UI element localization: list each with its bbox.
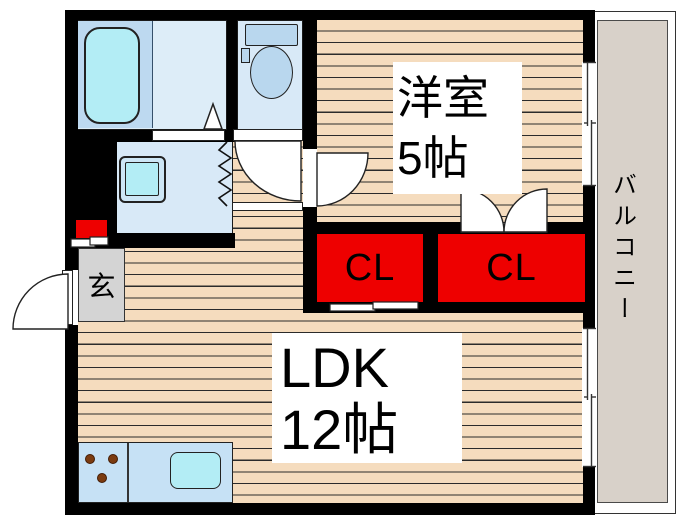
west-room-door-sill: [303, 149, 317, 207]
toilet-door-swing: [234, 140, 302, 202]
kitchen-divider: [127, 443, 129, 502]
closet-left: CL: [317, 234, 423, 302]
bathtub-icon: [84, 27, 140, 124]
folding-door-icon: [217, 141, 233, 207]
wall-toilet-left: [227, 10, 237, 142]
wall-washroom-bottom: [113, 233, 235, 248]
double-door-left-swing: [460, 188, 505, 233]
wall-closet-bottom: [303, 302, 595, 313]
western-room-label: 洋室 5帖: [393, 62, 522, 194]
closet-left-label: CL: [344, 246, 396, 289]
water-heater-box: [76, 220, 107, 238]
stove-burner-icon: [97, 473, 107, 483]
western-room-name: 洋室: [397, 72, 489, 124]
balcony-label: バルコニー: [606, 172, 638, 352]
double-door-right-swing: [503, 188, 548, 233]
wall-west-room-left-lower: [303, 206, 317, 313]
closet-right: CL: [438, 234, 585, 302]
wall-closet-divider: [423, 233, 438, 302]
stove-burner-icon: [108, 454, 118, 464]
entrance-area: [78, 248, 125, 322]
toilet-icon: [250, 46, 293, 99]
west-room-door-swing: [316, 152, 369, 207]
ldk-balcony-window: [582, 328, 596, 467]
west-room-window-icon: [583, 61, 596, 187]
bath-door-icon: [202, 101, 224, 130]
kitchen-sink-icon: [170, 452, 221, 489]
wall-bottom: [65, 503, 595, 515]
toilet-tank: [245, 24, 298, 46]
wall-west-room-left-upper: [303, 10, 317, 153]
balcony-text: バルコニー: [608, 172, 636, 327]
shoe-cabinet-icon: [70, 236, 109, 248]
bath-door-sill: [152, 130, 225, 141]
balcony-area: [597, 20, 668, 503]
entrance-kanji: 玄: [87, 271, 116, 302]
west-room-window: [582, 62, 596, 186]
entrance-label: 玄: [78, 248, 125, 322]
toilet-flush-handle: [241, 48, 250, 63]
closet-right-label: CL: [486, 246, 537, 289]
stove-burner-icon: [85, 454, 95, 464]
washing-machine-tub: [125, 162, 159, 196]
western-room-size: 5帖: [397, 132, 469, 184]
closet-sliding-door-icon: [329, 301, 419, 312]
corridor-threshold: [232, 202, 303, 211]
ldk-label: LDK 12帖: [272, 333, 462, 463]
wall-left-lower: [65, 325, 78, 515]
entrance-door-swing: [12, 273, 69, 330]
ldk-size: 12帖: [280, 398, 399, 461]
wall-top: [65, 10, 593, 20]
ldk-window-icon: [583, 327, 596, 468]
wall-left-upper: [65, 10, 78, 270]
ldk-name: LDK: [280, 336, 389, 399]
